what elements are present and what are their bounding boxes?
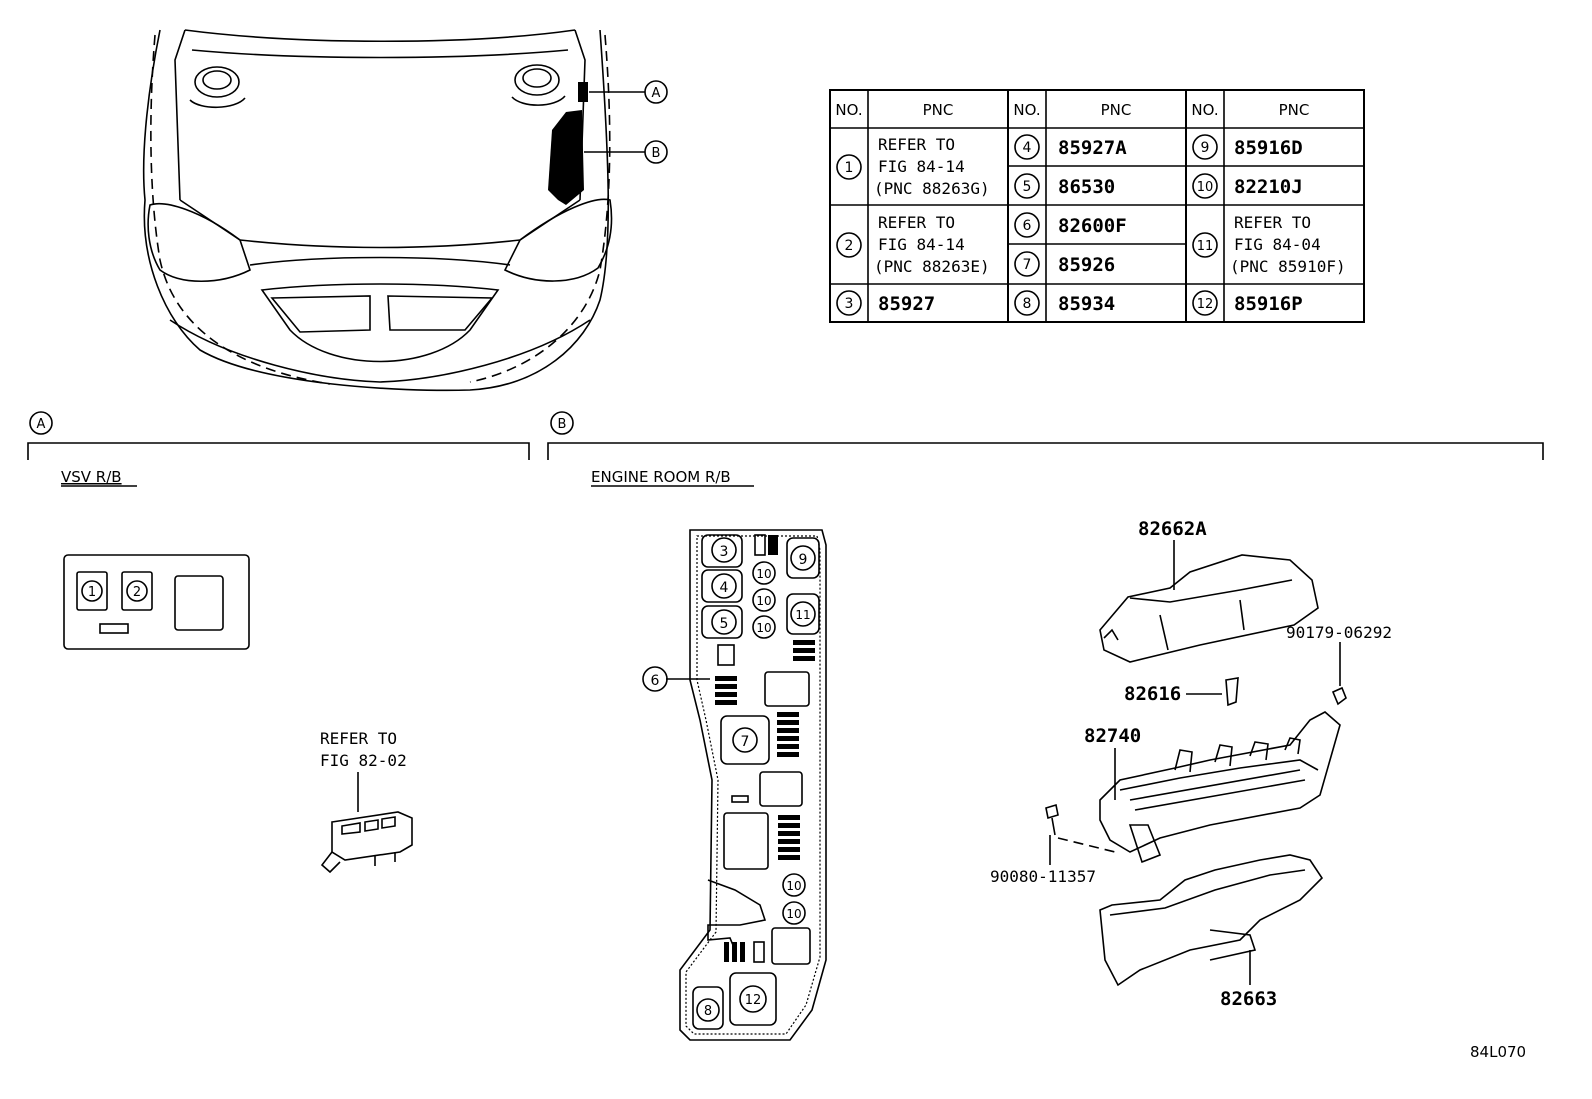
fuse-box-label: 7	[741, 734, 750, 750]
table-pnc: 85916P	[1234, 293, 1303, 315]
section-a-marker: A	[37, 417, 46, 432]
table-no: 5	[1023, 179, 1032, 195]
section-a-title: VSV R/B	[61, 468, 122, 486]
table-no: 2	[845, 238, 854, 254]
engine-room-fuse-box: 3 4 5 9 11 10 10 10	[642, 529, 827, 1041]
car-front-illustration: A B	[142, 29, 668, 392]
relay-box-exploded: 82662A 90179-06292 82616 82740 90080-113…	[990, 518, 1392, 1010]
table-header-pnc: PNC	[923, 101, 954, 119]
part-label-90080: 90080-11357	[990, 867, 1096, 886]
table-pnc: (PNC 88263G)	[874, 179, 990, 198]
fuse-box-label: 8	[704, 1004, 712, 1019]
table-no: 10	[1197, 180, 1214, 195]
table-pnc: REFER TO	[1234, 213, 1311, 232]
table-pnc: (PNC 88263E)	[874, 257, 990, 276]
fuse-box-label: 9	[799, 552, 808, 568]
part-label-82616: 82616	[1124, 683, 1181, 705]
section-b-header: B ENGINE ROOM R/B	[547, 411, 1544, 487]
fuse-box-label: 10	[786, 907, 801, 921]
part-label-82663: 82663	[1220, 988, 1277, 1010]
fuse-box-label: 3	[720, 544, 729, 560]
part-label-82740: 82740	[1084, 725, 1141, 747]
fuse-row-group	[715, 640, 815, 965]
section-b-title: ENGINE ROOM R/B	[591, 468, 731, 486]
vsv-slot-label: 2	[133, 585, 141, 600]
vsv-relay-block: 1 2	[63, 554, 250, 650]
fuse-box-label: 10	[756, 594, 771, 608]
table-pnc: 82600F	[1058, 215, 1127, 237]
table-header-no: NO.	[1013, 101, 1040, 119]
fuse-box-label: 5	[720, 616, 729, 632]
table-no: 7	[1023, 257, 1032, 273]
table-no: 3	[845, 296, 854, 312]
table-no: 1	[845, 160, 854, 176]
vsv-slot-label: 1	[88, 585, 96, 600]
fuse-box-label: 10	[756, 621, 771, 635]
fuse-box-label: 10	[786, 879, 801, 893]
fuse-box-label: 12	[745, 993, 762, 1008]
fuse-box-label: 11	[795, 608, 810, 622]
table-pnc: 85927A	[1058, 137, 1127, 159]
table-no: 4	[1023, 140, 1032, 156]
table-no: 12	[1197, 297, 1214, 312]
part-label-82662a: 82662A	[1138, 518, 1207, 540]
vsv-refer-line: REFER TO	[320, 729, 397, 748]
table-pnc: 85916D	[1234, 137, 1303, 159]
table-pnc: 82210J	[1234, 176, 1303, 198]
callout-b-label: B	[652, 146, 661, 161]
table-header-pnc: PNC	[1101, 101, 1132, 119]
table-pnc: 85927	[878, 293, 935, 315]
table-header-pnc: PNC	[1279, 101, 1310, 119]
section-b-marker: B	[558, 417, 567, 432]
table-no: 8	[1023, 296, 1032, 312]
vsv-refer-line: FIG 82-02	[320, 751, 407, 770]
table-pnc: FIG 84-04	[1234, 235, 1321, 254]
table-no: 6	[1023, 218, 1032, 234]
part-label-90179: 90179-06292	[1286, 623, 1392, 642]
callout-a-label: A	[652, 86, 661, 101]
table-pnc: FIG 84-14	[878, 157, 965, 176]
table-pnc: 86530	[1058, 176, 1115, 198]
table-pnc: 85934	[1058, 293, 1115, 315]
table-header-no: NO.	[835, 101, 862, 119]
table-no: 11	[1197, 239, 1214, 254]
table-pnc: (PNC 85910F)	[1230, 257, 1346, 276]
section-a-header: A VSV R/B	[27, 411, 530, 487]
figure-code: 84L070	[1470, 1043, 1526, 1061]
fuse-box-label: 10	[756, 567, 771, 581]
table-header-no: NO.	[1191, 101, 1218, 119]
table-pnc: REFER TO	[878, 135, 955, 154]
table-pnc: FIG 84-14	[878, 235, 965, 254]
table-no: 9	[1201, 140, 1210, 156]
pnc-table: NO. PNC NO. PNC NO. PNC 1 REFER TO FIG 8…	[829, 89, 1365, 323]
table-pnc: 85926	[1058, 254, 1115, 276]
fuse-box-label: 4	[720, 580, 729, 596]
vsv-connector: REFER TO FIG 82-02	[320, 729, 413, 874]
fuse-box-label: 6	[651, 673, 660, 689]
table-pnc: REFER TO	[878, 213, 955, 232]
